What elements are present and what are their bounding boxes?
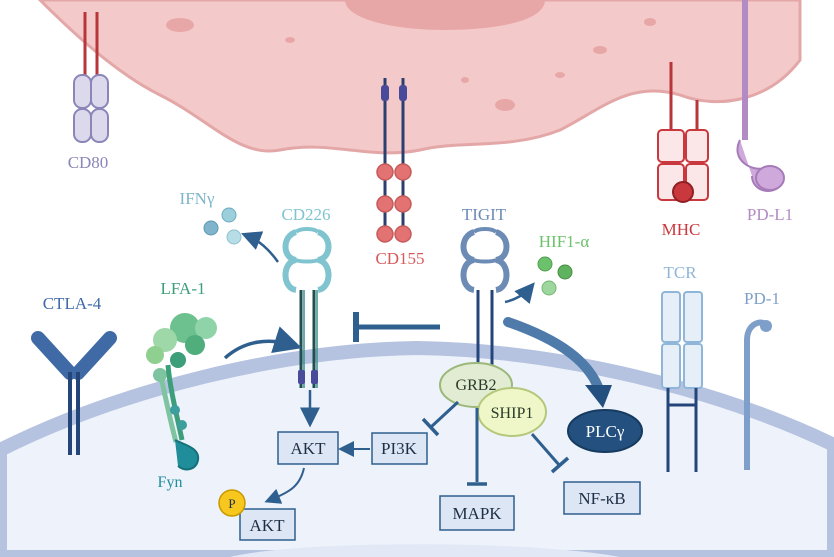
ctla4-receptor: [31, 331, 117, 455]
inhibition-tigit-cd226: [353, 312, 440, 342]
adaptor-complex: [439, 362, 547, 437]
cd226-receptor: [282, 227, 332, 388]
arrow-akt-to-pakt: [264, 467, 305, 504]
label-akt-phospho: AKT: [250, 516, 286, 535]
label-akt: AKT: [291, 439, 327, 458]
mhc-molecule: [657, 62, 709, 203]
phosphate-badge: [218, 489, 246, 517]
label-cd155: CD155: [375, 249, 424, 268]
label-ifng: IFNγ: [180, 189, 215, 208]
pdl1-ligand: [736, 0, 785, 192]
ifng-molecules: [203, 207, 242, 245]
label-fyn: Fyn: [158, 474, 183, 491]
label-nfkb: NF-κB: [578, 489, 625, 508]
label-lfa1: LFA-1: [160, 279, 205, 298]
label-cd80: CD80: [68, 153, 109, 172]
label-plcg: PLCγ: [586, 422, 625, 441]
pakt-box: [239, 508, 296, 541]
arrow-lfa1-to-cd226: [223, 326, 303, 360]
lfa1-integrin: [146, 313, 217, 471]
mapk-box: [439, 495, 515, 531]
label-hif1a: HIF1-α: [539, 232, 590, 251]
arrow-to-ifng: [241, 231, 280, 263]
label-pdl1: PD-L1: [747, 205, 793, 224]
label-grb2: GRB2: [456, 377, 497, 394]
label-tigit: TIGIT: [462, 205, 507, 224]
label-mapk: MAPK: [452, 504, 502, 523]
label-cd226: CD226: [281, 205, 330, 224]
label-ship1: SHIP1: [491, 405, 534, 422]
arrow-head-plcg: [585, 385, 612, 408]
label-pd1: PD-1: [744, 289, 780, 308]
cd80-receptor: [73, 12, 109, 143]
label-mhc: MHC: [662, 220, 701, 239]
tigit-receptor: [460, 227, 510, 375]
pd1-receptor: [744, 319, 772, 470]
label-phosphate: P: [228, 496, 235, 511]
apc-cell: [37, 0, 802, 155]
nfkb-box: [563, 481, 641, 515]
inhibition-lines: [421, 400, 570, 486]
plcg-node: [567, 409, 643, 453]
arrow-to-hif1a: [504, 282, 535, 305]
label-pi3k: PI3K: [381, 439, 418, 458]
hif1a-molecules: [537, 256, 573, 296]
label-ctla4: CTLA-4: [43, 294, 102, 313]
cd155-ligand: [376, 78, 412, 243]
label-tcr: TCR: [663, 263, 697, 282]
arrow-tigit-to-plcg: [503, 317, 605, 397]
pi3k-box: [371, 432, 428, 465]
tcr-receptor: [661, 291, 703, 472]
